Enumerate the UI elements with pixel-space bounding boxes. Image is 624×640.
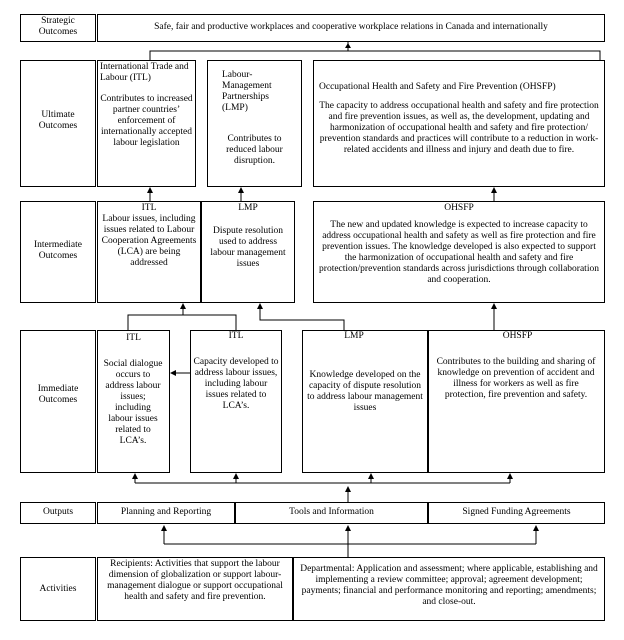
immediate-row-label: Immediate Outcomes xyxy=(37,384,79,405)
immediate-itl-social-box xyxy=(97,330,170,473)
outputs-tools-text: Tools and Information xyxy=(289,507,374,517)
activities-recipients-text: Recipients: Activities that support the … xyxy=(107,559,283,602)
intermediate-row-label: Intermediate Outcomes xyxy=(33,240,82,261)
intermediate-ohsfp-text: The new and updated knowledge is expecte… xyxy=(319,220,599,285)
ultimate-itl-title: International Trade and Labour (ITL) xyxy=(100,62,189,83)
ultimate-ohsfp-text: The capacity to address occupational hea… xyxy=(319,101,599,155)
immediate-itl-capacity-box xyxy=(190,330,282,473)
immediate-ohsfp-title: OHSFP xyxy=(502,331,533,341)
immediate-row-label-box xyxy=(20,330,96,473)
ultimate-ohsfp-title: Occupational Health and Safety and Fire … xyxy=(319,82,556,92)
strategic-row-label-box xyxy=(20,14,96,42)
ultimate-row-label-box xyxy=(20,60,96,187)
immediate-itl-capacity-title: ITL xyxy=(228,331,244,341)
outputs-planning-box xyxy=(97,502,235,524)
activities-departmental-text: Departmental: Application and assessment… xyxy=(300,564,598,607)
strategic-row-label: Strategic Outcomes xyxy=(38,16,78,37)
immediate-lmp-text: Knowledge developed on the capacity of d… xyxy=(307,370,423,413)
outputs-planning-text: Planning and Reporting xyxy=(120,507,212,517)
intermediate-itl-title: ITL xyxy=(141,203,157,213)
immediate-ohsfp-text: Contributes to the building and sharing … xyxy=(436,357,596,400)
ultimate-row-label: Ultimate Outcomes xyxy=(38,110,78,131)
activities-departmental-box xyxy=(293,557,605,621)
activities-row-label: Activities xyxy=(39,584,77,594)
intermediate-row-label-box xyxy=(20,201,96,303)
intermediate-lmp-text: Dispute resolution used to address labou… xyxy=(210,226,286,269)
immediate-ohsfp-box xyxy=(428,330,605,473)
immediate-itl-capacity-text: Capacity developed to address labour iss… xyxy=(193,357,279,411)
ultimate-lmp-box xyxy=(207,60,302,187)
immediate-lmp-box xyxy=(302,330,428,473)
intermediate-lmp-box xyxy=(201,201,295,303)
ultimate-itl-box xyxy=(97,60,196,187)
outputs-row-label-box xyxy=(20,502,96,524)
intermediate-ohsfp-box xyxy=(313,201,605,303)
immediate-itl-social-title: ITL xyxy=(126,333,141,343)
activities-recipients-box xyxy=(97,557,293,621)
ultimate-lmp-text: Contributes to reduced labour disruption… xyxy=(226,134,283,166)
outputs-funding-box xyxy=(428,502,605,524)
strategic-outcome-box xyxy=(97,14,605,42)
outputs-row-label: Outputs xyxy=(42,507,74,517)
intermediate-ohsfp-title: OHSFP xyxy=(444,203,474,213)
intermediate-itl-text: Labour issues, including issues related … xyxy=(101,214,197,268)
activities-row-label-box xyxy=(20,557,96,621)
immediate-itl-social-text: Social dialogue occurs to address labour… xyxy=(103,359,163,446)
ultimate-lmp-title: Labour-Management Partnerships (LMP) xyxy=(222,70,272,113)
outputs-tools-box xyxy=(235,502,428,524)
outputs-funding-text: Signed Funding Agreements xyxy=(462,507,571,517)
strategic-outcome-text: Safe, fair and productive workplaces and… xyxy=(154,22,548,32)
ultimate-ohsfp-box xyxy=(313,60,605,187)
intermediate-itl-box xyxy=(97,201,201,303)
immediate-lmp-title: LMP xyxy=(344,331,364,341)
intermediate-lmp-title: LMP xyxy=(238,203,258,213)
ultimate-itl-text: Contributes to increased partner countri… xyxy=(100,94,193,148)
